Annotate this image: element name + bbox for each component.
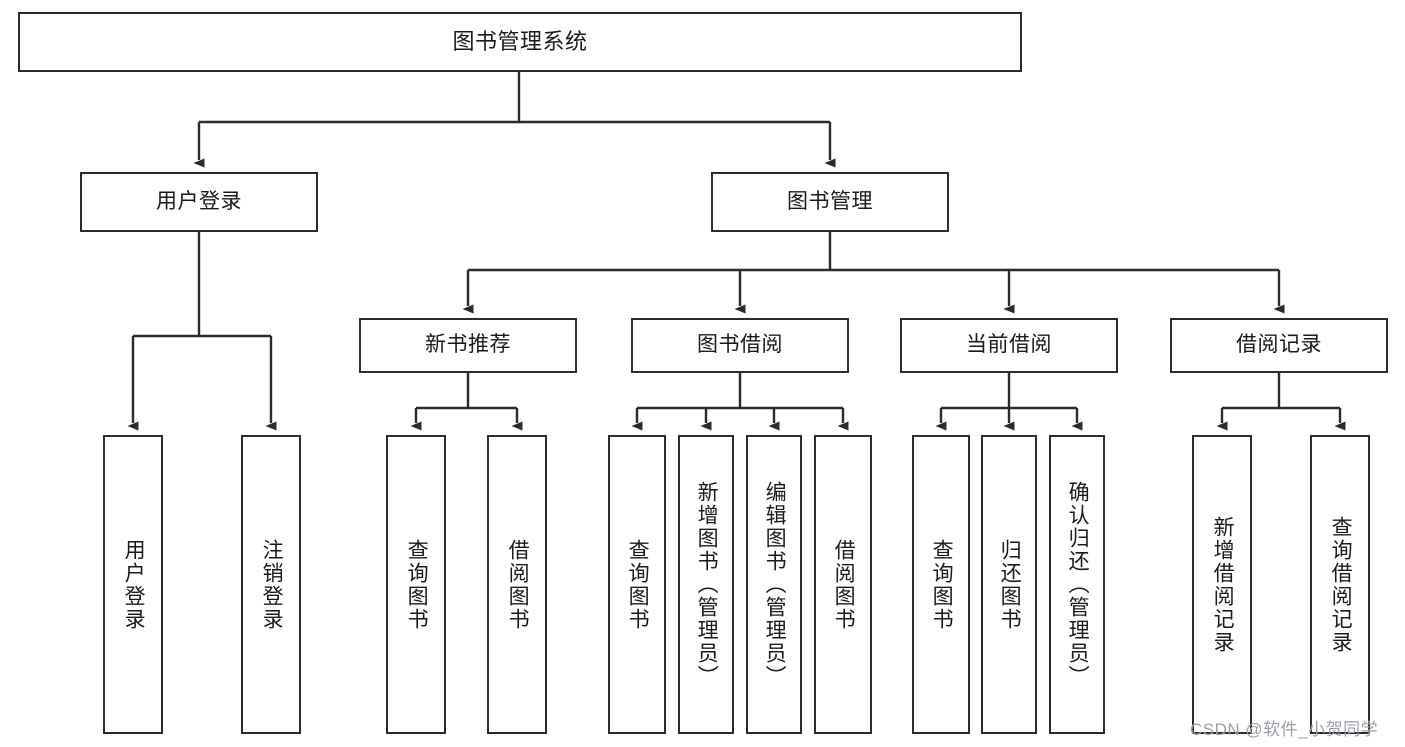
node-new-book-recommend[interactable]: 新书推荐	[359, 318, 577, 373]
node-leaf-logout[interactable]: 注销登录	[241, 435, 301, 734]
node-leaf-add-book[interactable]: 新增图书（管理员）	[678, 435, 734, 734]
node-leaf-query-borrow-record[interactable]: 查询借阅记录	[1310, 435, 1370, 734]
node-leaf-add-borrow-record[interactable]: 新增借阅记录	[1192, 435, 1252, 734]
node-label: 注销登录	[260, 538, 284, 631]
node-leaf-confirm-return[interactable]: 确认归还（管理员）	[1049, 435, 1105, 734]
node-user-login[interactable]: 用户登录	[80, 172, 318, 232]
node-label: 新增图书（管理员）	[695, 481, 719, 688]
node-label: 查询图书	[405, 538, 429, 631]
csdn-watermark: CSDN @软件_小贺同学	[1190, 720, 1379, 739]
node-label: 用户登录	[156, 189, 242, 213]
node-label: 确认归还（管理员）	[1066, 481, 1090, 688]
node-label: 查询图书	[930, 538, 954, 631]
node-label: 借阅图书	[832, 538, 856, 631]
node-label: 新增借阅记录	[1211, 515, 1235, 654]
node-leaf-borrow-book-recommend[interactable]: 借阅图书	[487, 435, 547, 734]
node-borrow-record[interactable]: 借阅记录	[1170, 318, 1388, 373]
node-label: 图书管理	[787, 189, 873, 213]
node-leaf-return-book[interactable]: 归还图书	[981, 435, 1037, 734]
node-book-borrow[interactable]: 图书借阅	[631, 318, 849, 373]
node-label: 借阅图书	[506, 538, 530, 631]
node-leaf-borrow-book[interactable]: 借阅图书	[814, 435, 872, 734]
node-leaf-edit-book[interactable]: 编辑图书（管理员）	[746, 435, 802, 734]
node-leaf-user-login[interactable]: 用户登录	[103, 435, 163, 734]
node-label: 查询图书	[626, 538, 650, 631]
node-label: 编辑图书（管理员）	[763, 481, 787, 688]
node-label: 归还图书	[998, 538, 1022, 631]
node-label: 当前借阅	[966, 333, 1052, 357]
node-current-borrow[interactable]: 当前借阅	[900, 318, 1118, 373]
node-label: 新书推荐	[425, 333, 511, 357]
node-leaf-query-book-recommend[interactable]: 查询图书	[386, 435, 446, 734]
node-label: 图书管理系统	[452, 29, 588, 55]
node-label: 用户登录	[122, 538, 146, 631]
node-root-library-management-system[interactable]: 图书管理系统	[18, 12, 1022, 72]
node-label: 借阅记录	[1236, 333, 1322, 357]
node-leaf-query-book-borrow[interactable]: 查询图书	[608, 435, 666, 734]
node-leaf-query-book-current[interactable]: 查询图书	[912, 435, 970, 734]
node-label: 图书借阅	[697, 333, 783, 357]
node-book-management[interactable]: 图书管理	[711, 172, 949, 232]
node-label: 查询借阅记录	[1329, 515, 1353, 654]
